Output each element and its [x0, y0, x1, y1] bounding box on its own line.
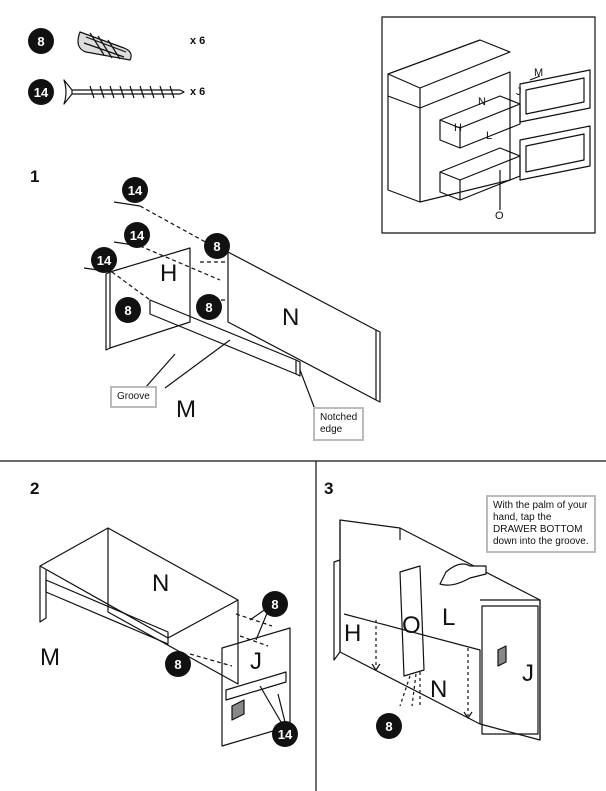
part-8-quantity: x 6 — [190, 35, 206, 47]
step3-label-h: H — [344, 620, 362, 647]
part-8-badge: 8 — [28, 28, 54, 54]
step1-label-n: N — [282, 304, 300, 331]
overview-label-m: M — [534, 67, 544, 79]
step2-drawing — [39, 527, 291, 747]
notched-edge-line1: Notched — [320, 412, 358, 423]
step1-screw-badge-c: 14 — [91, 247, 117, 273]
step3-label-l: L — [442, 604, 456, 631]
step2-label-j: J — [250, 648, 262, 675]
tap-instruction-callout: With the palm of your hand, tap the DRAW… — [486, 495, 596, 553]
step1-drawing — [83, 201, 381, 413]
groove-callout: Groove — [110, 386, 157, 408]
step-2-number: 2 — [30, 479, 40, 498]
step1-screw-badge-a: 14 — [122, 177, 148, 203]
step3-drawing — [333, 519, 541, 741]
overview-drawing — [387, 39, 591, 210]
step2-label-m: M — [40, 644, 60, 671]
screw-icon — [63, 79, 185, 105]
step1-label-m: M — [176, 396, 196, 423]
step2-label-n: N — [152, 570, 170, 597]
step3-label-n: N — [430, 676, 448, 703]
overview-label-o: O — [495, 210, 504, 222]
step1-label-h: H — [160, 260, 178, 287]
step3-label-j: J — [522, 660, 534, 687]
step-3-number: 3 — [324, 479, 334, 498]
part-14-quantity: x 6 — [190, 86, 206, 98]
step3-label-o: O — [402, 612, 421, 639]
step1-dowel-badge-b: 8 — [196, 294, 222, 320]
overview-label-j: J — [516, 86, 522, 98]
overview-label-n: N — [478, 96, 486, 108]
notched-edge-callout: Notched edge — [313, 407, 365, 441]
step3-dowel-badge: 8 — [376, 713, 402, 739]
step1-dowel-badge-c: 8 — [115, 297, 141, 323]
step1-dowel-badge-a: 8 — [204, 233, 230, 259]
step2-dowel-badge-b: 8 — [165, 651, 191, 677]
step2-screw-badge: 14 — [272, 721, 298, 747]
notched-edge-line2: edge — [320, 424, 343, 435]
step1-screw-badge-b: 14 — [124, 222, 150, 248]
dowel-icon — [77, 31, 132, 61]
step2-dowel-badge-a: 8 — [262, 591, 288, 617]
overview-label-l: L — [486, 130, 493, 142]
step-1-number: 1 — [30, 167, 40, 186]
overview-label-h: H — [454, 122, 462, 134]
overview-frame — [381, 16, 596, 234]
part-14-badge: 14 — [28, 79, 54, 105]
